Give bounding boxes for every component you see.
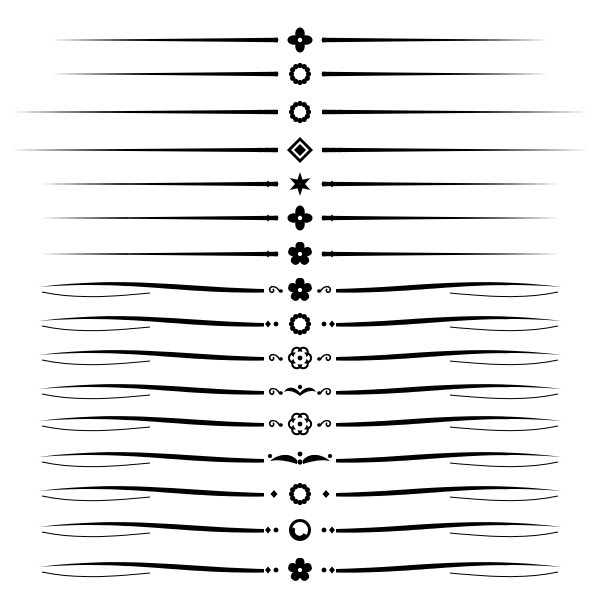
wave-line xyxy=(38,522,562,538)
wave-line xyxy=(38,452,562,468)
bead-accents xyxy=(265,250,335,258)
five-petal-flower-icon xyxy=(288,241,312,265)
bead-accents xyxy=(273,71,327,77)
four-petal-flower-icon xyxy=(287,205,313,231)
taper-line xyxy=(12,147,588,153)
double-mustache-icon xyxy=(268,451,332,465)
wave-line xyxy=(38,416,562,432)
divider-12 xyxy=(38,412,562,436)
bead-accents xyxy=(265,566,335,574)
bead-accents xyxy=(265,320,335,328)
scalloped-flower-icon xyxy=(287,412,313,436)
bead-accents xyxy=(265,214,335,222)
divider-13 xyxy=(38,451,562,468)
taper-line xyxy=(40,181,560,187)
wave-line xyxy=(38,384,562,400)
taper-line xyxy=(40,215,560,221)
divider-4 xyxy=(12,137,588,163)
bead-accents xyxy=(265,526,335,534)
divider-14 xyxy=(38,482,562,506)
five-petal-flower-icon xyxy=(288,277,312,301)
divider-1 xyxy=(52,27,548,53)
taper-line xyxy=(12,109,588,115)
scalloped-flower-icon xyxy=(287,346,313,370)
four-petal-flower-icon xyxy=(287,27,313,53)
diamond-icon xyxy=(287,137,313,163)
taper-line xyxy=(52,71,548,77)
divider-11 xyxy=(38,384,562,400)
divider-2 xyxy=(52,62,548,86)
beaded-ring-icon xyxy=(288,312,312,336)
bead-accents xyxy=(268,353,332,362)
bead-accents xyxy=(270,490,330,498)
divider-8 xyxy=(38,277,562,301)
bead-accents xyxy=(257,109,343,115)
taper-line xyxy=(40,251,560,257)
divider-10 xyxy=(38,346,562,370)
wave-line xyxy=(38,486,562,502)
divider-15 xyxy=(38,519,562,541)
divider-5 xyxy=(40,172,560,196)
bead-accents xyxy=(273,37,327,43)
divider-16 xyxy=(38,557,562,581)
beaded-ring-icon xyxy=(288,482,312,506)
beaded-ring-icon xyxy=(288,100,312,124)
divider-3 xyxy=(12,100,588,124)
wave-line xyxy=(38,282,562,298)
divider-7 xyxy=(40,241,560,265)
six-point-star-icon xyxy=(289,172,311,196)
taper-line xyxy=(52,37,548,43)
bead-accents xyxy=(268,419,332,428)
divider-9 xyxy=(38,312,562,336)
wave-line xyxy=(38,350,562,366)
five-petal-flower-icon xyxy=(288,557,312,581)
wave-line xyxy=(38,316,562,332)
bead-accents xyxy=(257,147,343,153)
crescent-ring-icon xyxy=(289,519,311,541)
bead-accents xyxy=(265,180,335,188)
beaded-ring-icon xyxy=(288,62,312,86)
bead-accents xyxy=(268,285,332,294)
wave-line xyxy=(38,562,562,578)
bead-accents xyxy=(268,387,332,396)
mustache-icon xyxy=(284,384,316,396)
divider-6 xyxy=(40,205,560,231)
